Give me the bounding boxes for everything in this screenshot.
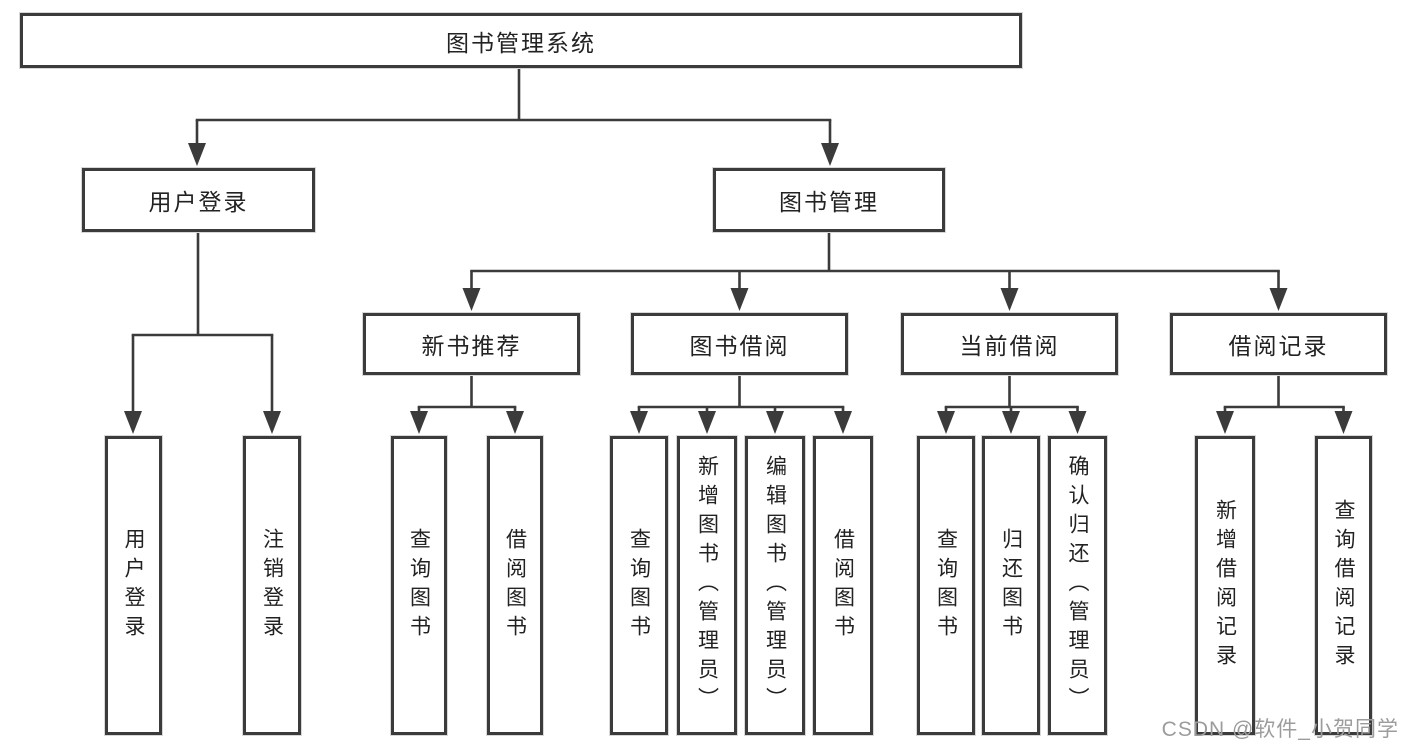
watermark: CSDN @软件_小贺同学 xyxy=(1161,718,1399,741)
node-root: 图书管理系统 xyxy=(20,13,1022,68)
leaf-query-books-borrow: 查询图书 xyxy=(610,436,668,735)
leaf-edit-books-admin: 编辑图书（管理员） xyxy=(745,436,805,735)
node-book-borrowing: 图书借阅 xyxy=(631,313,848,375)
leaf-query-borrow-record: 查询借阅记录 xyxy=(1315,436,1372,735)
node-user-login: 用户登录 xyxy=(82,168,315,232)
leaf-confirm-return-admin: 确认归还（管理员） xyxy=(1048,436,1107,735)
leaf-return-books: 归还图书 xyxy=(982,436,1040,735)
node-book-management: 图书管理 xyxy=(713,168,945,232)
leaf-logout: 注销登录 xyxy=(243,436,301,735)
leaf-borrow-books-rec: 借阅图书 xyxy=(487,436,543,735)
leaf-add-borrow-record: 新增借阅记录 xyxy=(1195,436,1255,735)
leaf-query-books-rec: 查询图书 xyxy=(391,436,447,735)
node-borrowing-records: 借阅记录 xyxy=(1170,313,1387,375)
node-current-borrowing: 当前借阅 xyxy=(901,313,1118,375)
leaf-add-books-admin: 新增图书（管理员） xyxy=(677,436,737,735)
arrowheads xyxy=(124,143,1353,434)
leaf-borrow-books: 借阅图书 xyxy=(813,436,873,735)
leaf-user-login: 用户登录 xyxy=(105,436,162,735)
node-new-book-recommend: 新书推荐 xyxy=(363,313,580,375)
leaf-query-books-current: 查询图书 xyxy=(917,436,975,735)
